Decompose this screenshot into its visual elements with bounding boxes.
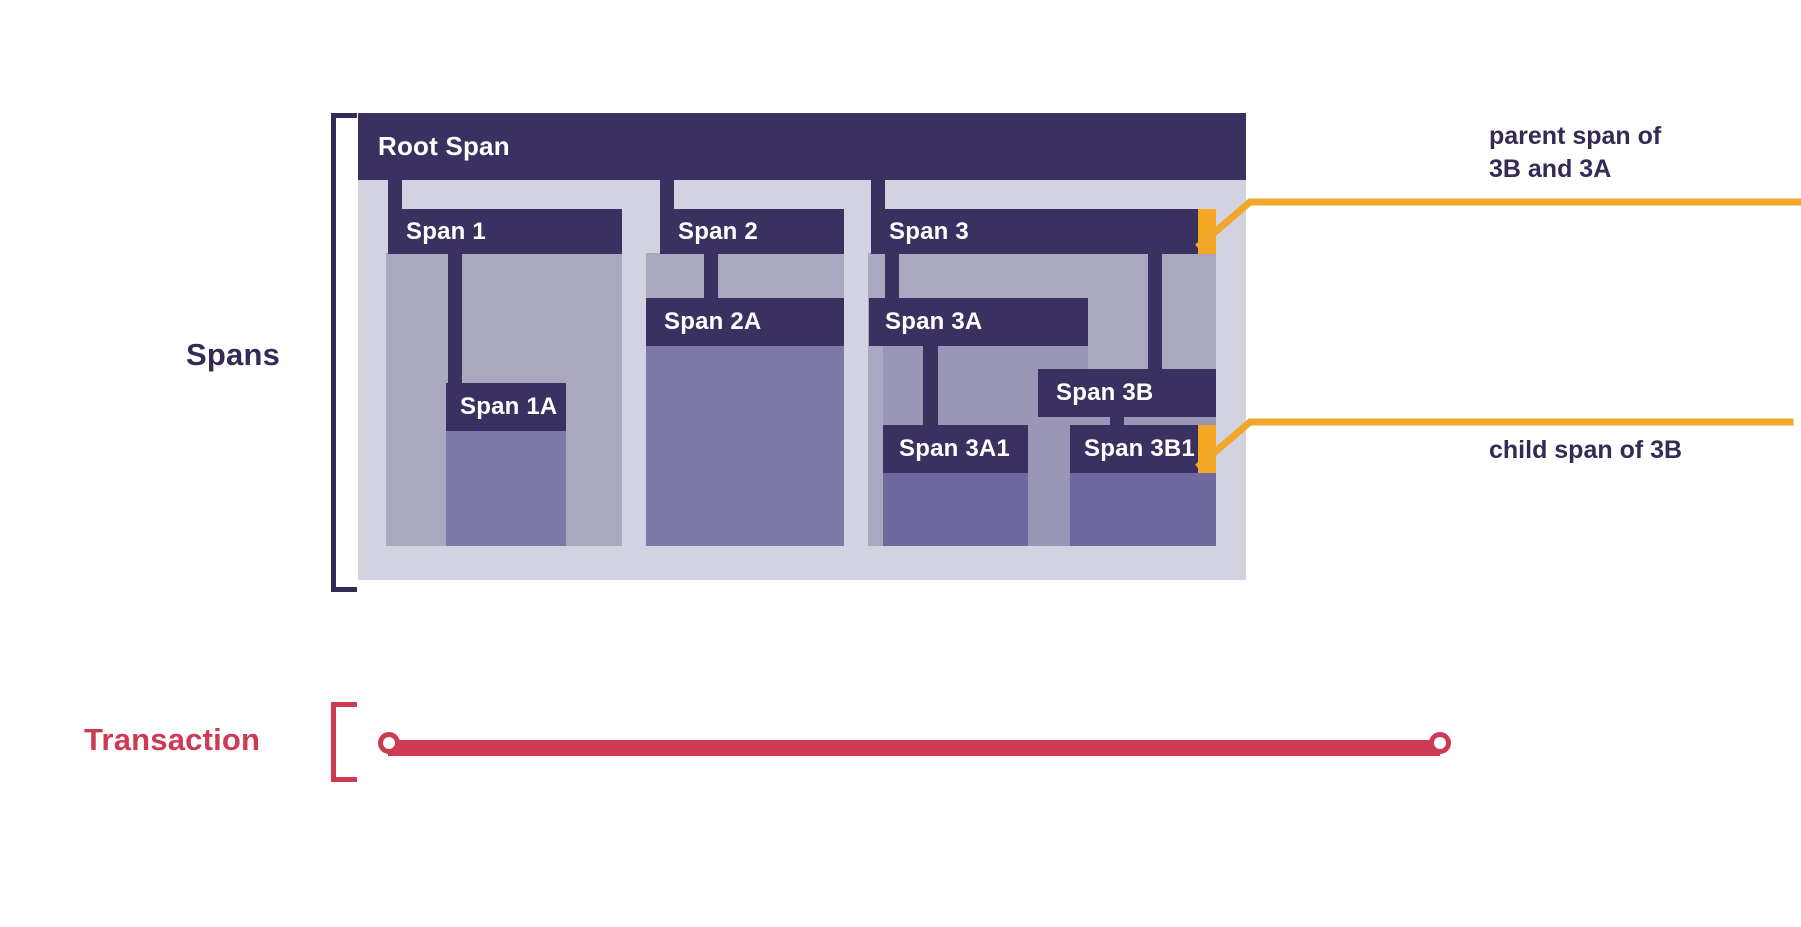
spans-row-label: Spans <box>186 337 281 372</box>
transaction-bracket <box>331 702 357 782</box>
transaction-bracket-spine <box>331 702 336 782</box>
spans-bracket-top-tick <box>331 113 357 118</box>
spans-bracket-bottom-tick <box>331 587 357 592</box>
span-bar-span-2[interactable]: Span 2 <box>660 209 844 254</box>
span-bar-span-3a[interactable]: Span 3A <box>869 298 1088 346</box>
transaction-row-label: Transaction <box>84 722 261 757</box>
transaction-bracket-top-tick <box>331 702 357 707</box>
span-2a-inner-body <box>646 346 844 546</box>
span-bar-root[interactable]: Root Span <box>358 113 1246 180</box>
leader-line-child-span <box>1195 418 1794 470</box>
span-3a1-inner-body <box>883 473 1028 546</box>
transaction-start-marker[interactable] <box>378 732 400 754</box>
connector-root-to-span-3 <box>871 180 885 213</box>
transaction-track[interactable] <box>388 740 1440 756</box>
connector-span-3-to-span-3a <box>885 253 899 311</box>
span-bar-span-3[interactable]: Span 3 <box>871 209 1216 254</box>
span-bar-span-3a1[interactable]: Span 3A1 <box>883 425 1028 473</box>
span-tree-canvas: Root Span Span 1 Span 1A Span 2 Span 2A … <box>358 113 1246 580</box>
span-1a-inner-body <box>446 431 566 546</box>
transaction-end-marker[interactable] <box>1429 732 1451 754</box>
connector-root-to-span-1 <box>388 180 402 213</box>
leader-line-parent-span <box>1195 198 1801 250</box>
span-3b1-inner-body <box>1070 473 1216 546</box>
span-bar-span-3b[interactable]: Span 3B <box>1038 369 1216 417</box>
annotation-child-span: child span of 3B <box>1489 436 1683 464</box>
connector-span-3-to-span-3b <box>1148 253 1162 383</box>
connector-span-2-to-span-2a <box>704 253 718 311</box>
connector-span-1-to-span-1a <box>448 253 462 395</box>
connector-root-to-span-2 <box>660 180 674 213</box>
transaction-bracket-bottom-tick <box>331 777 357 782</box>
span-bar-span-1a[interactable]: Span 1A <box>446 383 566 431</box>
span-bar-span-1[interactable]: Span 1 <box>388 209 622 254</box>
spans-bracket-spine <box>331 113 336 592</box>
annotation-parent-span: parent span of 3B and 3A <box>1489 122 1662 183</box>
spans-bracket <box>331 113 357 592</box>
span-bar-span-2a[interactable]: Span 2A <box>646 298 844 346</box>
span-bar-span-3b1[interactable]: Span 3B1 <box>1070 425 1216 473</box>
